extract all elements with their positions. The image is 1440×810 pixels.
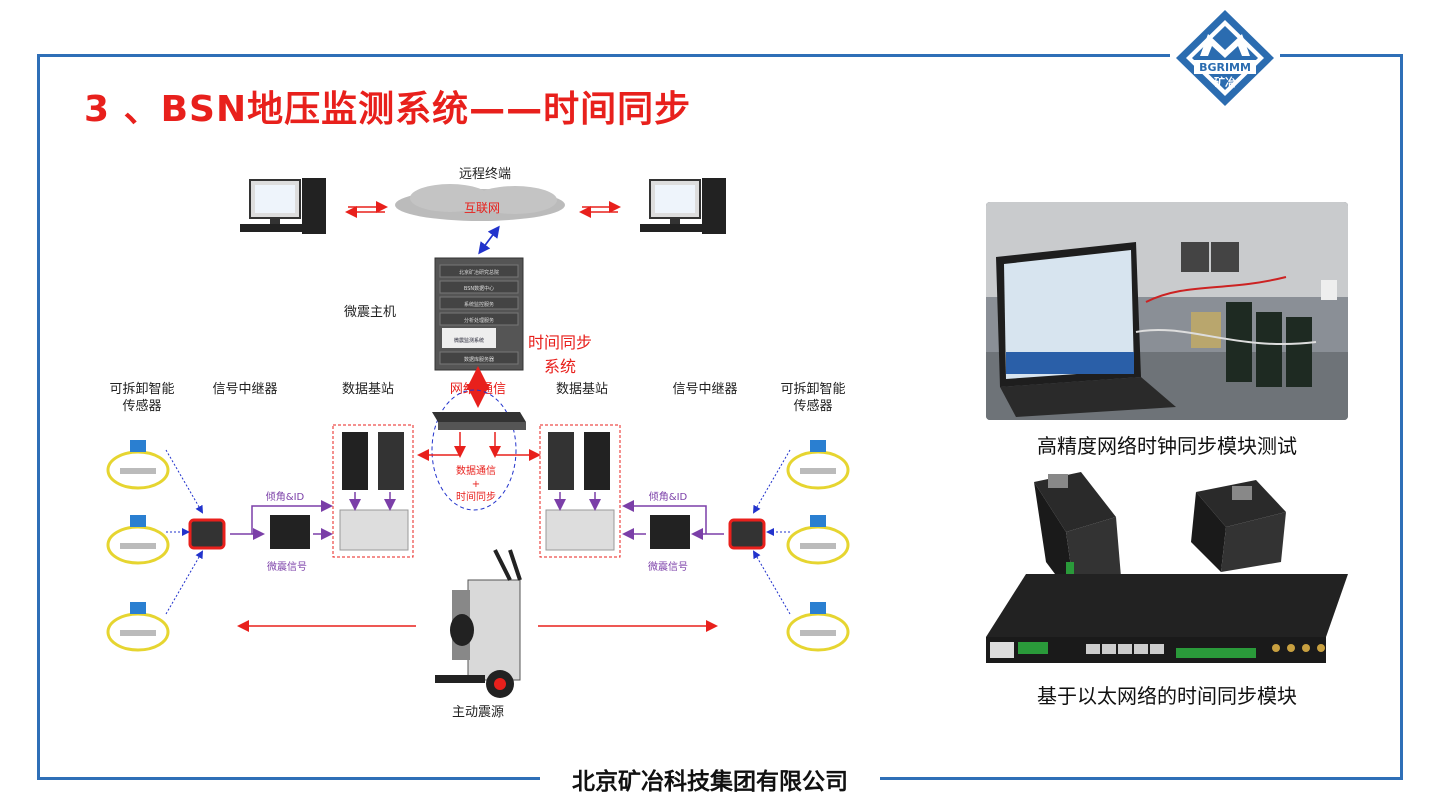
- station-board-icon: [545, 509, 615, 551]
- sensor-left-icon: [106, 515, 170, 565]
- caption-top: 高精度网络时钟同步模块测试: [1037, 434, 1297, 458]
- label-internet: 互联网: [464, 201, 500, 215]
- label-time-sync-small: 时间同步: [456, 490, 496, 503]
- repeater-unit-right-icon: [650, 515, 690, 549]
- label-time-sync-system: 系统: [544, 357, 576, 376]
- label-data-station-right: 数据基站: [556, 382, 608, 397]
- label-remote-terminal: 远程终端: [459, 166, 511, 182]
- station-module-icon: [584, 432, 610, 490]
- computer-right-icon: [640, 178, 726, 234]
- label-ms-signal-left: 微震信号: [267, 560, 307, 573]
- label-time-sync: 时间同步: [528, 333, 592, 352]
- label-repeater-right: 信号中继器: [672, 382, 737, 397]
- label-microseismic-host: 微震主机: [344, 305, 396, 320]
- bgrimm-logo-icon: BGRIMM 矿冶: [1176, 10, 1274, 106]
- svg-text:传感器: 传感器: [122, 398, 161, 414]
- label-network-comm: 网络 通信: [450, 381, 506, 397]
- label-data-comm: 数据通信: [456, 464, 496, 477]
- time-sync-module-icon: [986, 472, 1348, 663]
- test-photo: [986, 202, 1348, 420]
- sensor-right-icon: [786, 440, 850, 490]
- microseismic-host-icon: [434, 257, 524, 371]
- svg-text:系统监控服务: 系统监控服务: [464, 301, 494, 308]
- station-module-icon: [342, 432, 368, 490]
- internet-cloud-icon: [395, 184, 565, 221]
- footer-company: 北京矿冶科技集团有限公司: [572, 769, 848, 795]
- data-station-left-box: [332, 424, 414, 558]
- label-active-source: 主动震源: [452, 705, 504, 720]
- slide-title: 3 、BSN地压监测系统——时间同步: [84, 89, 692, 130]
- sensor-right-icon: [786, 602, 850, 652]
- repeater-unit-left-icon: [270, 515, 310, 549]
- data-station-right-box: [539, 424, 621, 558]
- label-repeater-left: 信号中继器: [212, 382, 277, 397]
- footer-gap: [540, 770, 880, 790]
- svg-text:分析处理服务: 分析处理服务: [464, 317, 494, 324]
- svg-text:微震监测系统: 微震监测系统: [454, 337, 484, 344]
- label-sensor-left: 可拆卸智能: [109, 381, 174, 397]
- sensor-right-icon: [786, 515, 850, 565]
- svg-text:BSN数据中心: BSN数据中心: [464, 285, 494, 292]
- label-tilt-id-right: 倾角&ID: [649, 490, 688, 503]
- network-switch-icon: [432, 412, 526, 430]
- svg-text:数据库服务器: 数据库服务器: [464, 356, 494, 363]
- module-photo: [986, 462, 1348, 672]
- signal-repeater-left-icon: [188, 518, 226, 550]
- sensor-left-icon: [106, 440, 170, 490]
- svg-text:+: +: [472, 479, 480, 490]
- svg-text:北京矿冶研究总院: 北京矿冶研究总院: [459, 269, 499, 276]
- system-diagram: 远程终端 互联网 北京矿冶研究总院 BSN数据中心 系统监控服务 分析处理服务 …: [106, 166, 850, 720]
- station-switch-icon: [548, 432, 574, 490]
- caption-bottom: 基于以太网络的时间同步模块: [1037, 684, 1297, 708]
- label-sensor-right: 可拆卸智能: [780, 381, 845, 397]
- station-switch-icon: [378, 432, 404, 490]
- label-tilt-id-left: 倾角&ID: [266, 490, 305, 503]
- label-ms-signal-right: 微震信号: [648, 560, 688, 573]
- laptop-test-photo-icon: [986, 202, 1348, 420]
- computer-left-icon: [240, 178, 326, 234]
- svg-text:传感器: 传感器: [793, 398, 832, 414]
- signal-repeater-right-icon: [728, 518, 766, 550]
- station-board-icon: [339, 509, 409, 551]
- sensor-left-icon: [106, 602, 170, 652]
- label-data-station-left: 数据基站: [342, 382, 394, 397]
- svg-text:BGRIMM: BGRIMM: [1199, 61, 1251, 74]
- svg-text:矿冶: 矿冶: [1214, 75, 1236, 89]
- bgrimm-logo: BGRIMM 矿冶: [1170, 6, 1280, 110]
- active-source-cart-icon: [435, 549, 522, 698]
